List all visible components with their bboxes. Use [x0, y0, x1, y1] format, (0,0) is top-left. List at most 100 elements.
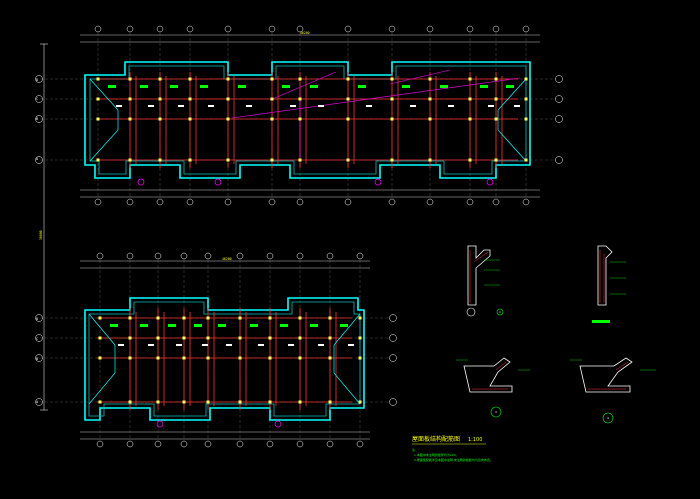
- bot-axis-bottom-8: [326, 440, 334, 448]
- top-axis-bottom-9: [426, 198, 434, 206]
- top-column-8-2: [390, 117, 394, 121]
- bot-axis-bottom-2: [154, 440, 162, 448]
- bot-column-3-0: [182, 316, 186, 320]
- top-axis-bottom-10: [466, 198, 474, 206]
- bot-column-6-0: [268, 316, 272, 320]
- plan-bottom-inner-wall: [88, 301, 361, 417]
- bot-tag-7: [310, 324, 318, 327]
- top-column-7-1: [346, 97, 350, 101]
- bot-axis-top-9: [356, 252, 364, 260]
- top-column-9-1: [428, 97, 432, 101]
- plan-bottom-section-markers: [156, 420, 282, 428]
- top-tag-b-7: [366, 105, 372, 107]
- bot-axis-right-0: [389, 314, 397, 322]
- top-axis-bottom-11: [492, 198, 500, 206]
- bot-axis-top-8: [326, 252, 334, 260]
- bot-column-8-2: [328, 356, 332, 360]
- top-column-0-2: [96, 117, 100, 121]
- top-tag-4: [238, 85, 246, 88]
- bot-axis-top-5: [236, 252, 244, 260]
- plan-bottom-axis-D: D: [36, 317, 38, 321]
- top-column-10-3: [468, 158, 472, 162]
- top-tag-1: [140, 85, 148, 88]
- top-column-4-0: [226, 77, 230, 81]
- bot-tag-6: [280, 324, 288, 327]
- plan-top-inner-wall: [89, 65, 527, 175]
- plan-top-axis-bubbles: [35, 25, 563, 206]
- top-column-0-1: [96, 97, 100, 101]
- plan-bottom-axis-A: A: [36, 400, 39, 404]
- top-column-8-3: [390, 158, 394, 162]
- top-tag-10: [480, 85, 488, 88]
- plan-top-grid: [40, 33, 556, 198]
- bot-axis-bottom-3: [180, 440, 188, 448]
- bot-axis-left-0: [35, 314, 43, 322]
- plan-top-axis-A: A: [36, 157, 39, 161]
- plan-top: 46200: [35, 25, 563, 206]
- bot-column-1-0: [128, 316, 132, 320]
- bot-column-6-3: [268, 400, 272, 404]
- top-column-7-3: [346, 158, 350, 162]
- top-column-5-0: [270, 77, 274, 81]
- bot-column-5-0: [238, 316, 242, 320]
- bot-column-5-2: [238, 356, 242, 360]
- bot-column-2-1: [156, 336, 160, 340]
- bot-column-0-3: [98, 400, 102, 404]
- bot-axis-top-1: [126, 252, 134, 260]
- top-column-6-1: [298, 97, 302, 101]
- top-axis-top-5: [268, 25, 276, 33]
- top-column-12-3: [524, 158, 528, 162]
- bot-axis-top-3: [180, 252, 188, 260]
- top-column-8-1: [390, 97, 394, 101]
- top-tag-b-1: [148, 105, 154, 107]
- bot-column-5-3: [238, 400, 242, 404]
- bot-column-2-2: [156, 356, 160, 360]
- plan-top-section-markers: [137, 178, 494, 186]
- bot-column-7-2: [298, 356, 302, 360]
- note-line-1: 1.本图中未注明的板厚均为120。: [414, 452, 459, 457]
- top-tag-b-3: [208, 105, 214, 107]
- bot-axis-left-1: [35, 334, 43, 342]
- bot-column-7-0: [298, 316, 302, 320]
- top-column-7-0: [346, 77, 350, 81]
- bot-tag-b-0: [118, 344, 124, 346]
- top-tag-b-6: [318, 105, 324, 107]
- plan-bottom-axis-C: C: [36, 337, 38, 341]
- bot-tag-b-8: [348, 344, 354, 346]
- top-axis-bottom-4: [224, 198, 232, 206]
- top-tag-b-10: [488, 105, 494, 107]
- bot-column-9-0: [358, 316, 362, 320]
- top-axis-bottom-0: [94, 198, 102, 206]
- top-column-2-1: [158, 97, 162, 101]
- top-tag-8: [402, 85, 410, 88]
- top-axis-right-1: [555, 95, 563, 103]
- top-column-3-3: [188, 158, 192, 162]
- top-column-5-3: [270, 158, 274, 162]
- top-axis-right-0: [555, 75, 563, 83]
- bot-column-5-1: [238, 336, 242, 340]
- top-column-6-0: [298, 77, 302, 81]
- top-axis-top-11: [492, 25, 500, 33]
- top-column-1-3: [128, 158, 132, 162]
- bot-tag-b-1: [148, 344, 154, 346]
- bot-axis-bottom-0: [96, 440, 104, 448]
- overall-side-dimension: 30000: [39, 43, 48, 411]
- top-column-10-1: [468, 97, 472, 101]
- top-tag-b-9: [448, 105, 454, 107]
- top-tag-6: [310, 85, 318, 88]
- top-axis-top-4: [224, 25, 232, 33]
- bot-column-0-1: [98, 336, 102, 340]
- bot-tag-1: [140, 324, 148, 327]
- bot-column-4-0: [206, 316, 210, 320]
- top-tag-3: [200, 85, 208, 88]
- top-column-7-2: [346, 117, 350, 121]
- bot-column-4-2: [206, 356, 210, 360]
- top-axis-top-7: [344, 25, 352, 33]
- top-column-2-2: [158, 117, 162, 121]
- bot-column-7-3: [298, 400, 302, 404]
- bot-axis-top-0: [96, 252, 104, 260]
- bot-column-0-0: [98, 316, 102, 320]
- top-axis-left-2: [35, 115, 43, 123]
- top-tag-b-4: [246, 105, 252, 107]
